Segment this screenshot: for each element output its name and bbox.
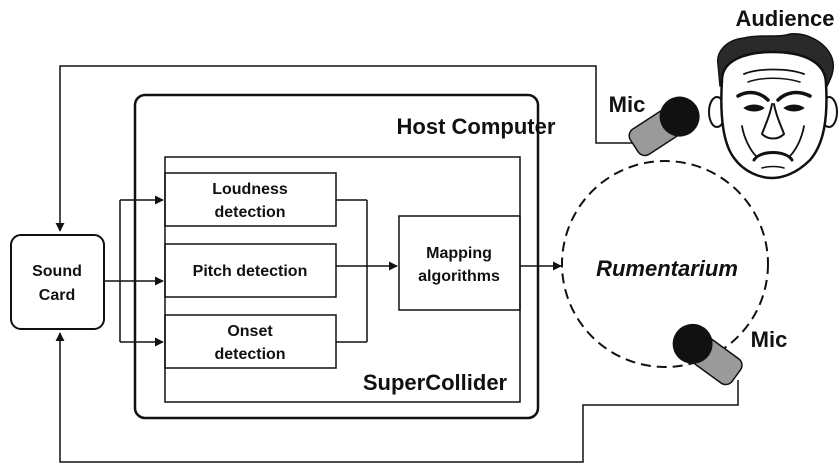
- connector-detectors-to-mapping: [336, 199, 398, 343]
- sound-card-label-line2: Card: [39, 287, 75, 304]
- connector-soundcard-to-detectors: [104, 195, 164, 347]
- loudness-label-line1: Loudness: [212, 181, 288, 198]
- mapping-label-line1: Mapping: [426, 245, 492, 262]
- mapping-label-line2: algorithms: [418, 268, 500, 285]
- onset-label-line1: Onset: [227, 323, 273, 340]
- sound-card-box: [10, 234, 105, 330]
- top-mic-label: Mic: [609, 92, 646, 117]
- microphone-icon: [672, 323, 743, 386]
- loudness-label-line2: detection: [214, 204, 285, 221]
- sound-card-label-line1: Sound: [32, 263, 82, 280]
- connector-bottom-mic-to-soundcard: [55, 332, 739, 463]
- connector-top-mic-to-soundcard: [55, 65, 640, 232]
- grumpy-face-icon: [708, 33, 838, 180]
- pitch-detection-box: [164, 243, 337, 298]
- host-computer-box: [133, 93, 540, 420]
- audience-label: Audience: [735, 6, 834, 31]
- host-computer-label: Host Computer: [397, 114, 556, 139]
- supercollider-label: SuperCollider: [363, 370, 508, 395]
- microphone-icon: [628, 96, 700, 157]
- rumentarium-circle: [561, 160, 769, 368]
- pitch-label: Pitch detection: [193, 263, 308, 280]
- bottom-mic-label: Mic: [751, 327, 788, 352]
- onset-label-line2: detection: [214, 346, 285, 363]
- rumentarium-label: Rumentarium: [596, 256, 738, 281]
- mapping-algorithms-box: [398, 215, 521, 311]
